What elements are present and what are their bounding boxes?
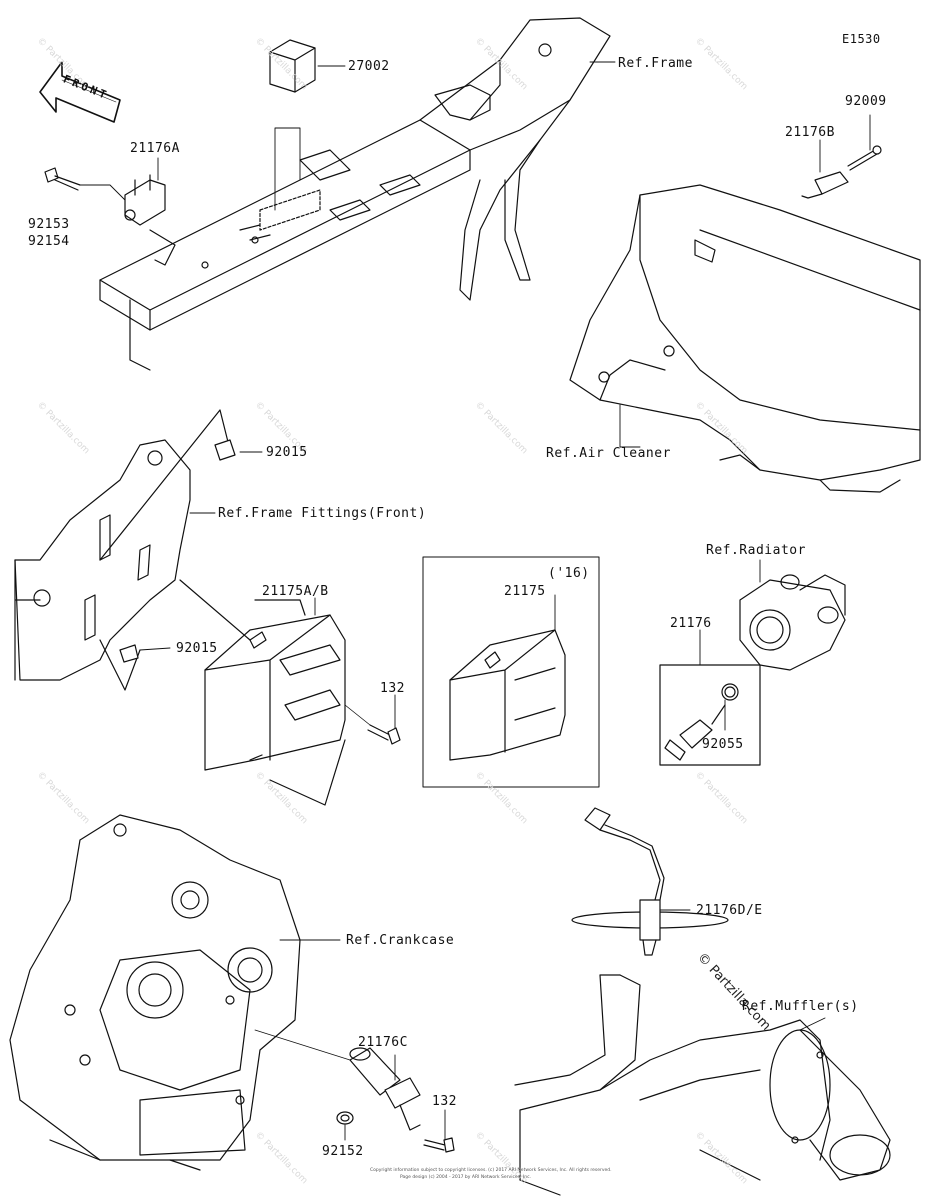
label-21176DE: 21176D/E (696, 903, 763, 918)
front-arrow-icon (39, 61, 121, 123)
label-ref-mufflers: Ref.Muffler(s) (742, 999, 859, 1014)
ecu-21175AB-drawing (179, 579, 346, 806)
label-ref-radiator: Ref.Radiator (706, 543, 806, 558)
label-21175AB: 21175A/B (262, 584, 329, 599)
label-21175: 21175 (504, 584, 546, 599)
label-ref-air-cleaner: Ref.Air Cleaner (546, 446, 671, 461)
label-92152: 92152 (322, 1144, 364, 1159)
diagram-code: E1530 (842, 32, 881, 46)
bolt-132-top-icon (344, 704, 401, 745)
label-132-bottom: 132 (432, 1094, 457, 1109)
muffler-drawing (514, 974, 891, 1196)
label-92015-top: 92015 (266, 445, 308, 460)
bolt-92153-icon (44, 167, 81, 191)
bolt-132-bottom-icon (423, 1137, 455, 1153)
frame-fittings-drawing (14, 409, 236, 691)
label-92055: 92055 (702, 737, 744, 752)
footer-copyright: Copyright information subject to copyrig… (370, 1168, 612, 1173)
label-year-16: ('16) (548, 566, 590, 581)
leader-lines (79, 61, 871, 1141)
ecu-21175-inset (422, 556, 600, 788)
label-92153: 92153 (28, 217, 70, 232)
sensor-21176B-icon (801, 145, 882, 199)
air-cleaner-drawing (569, 184, 921, 493)
sensor-21176A-icon (124, 174, 176, 266)
label-ref-crankcase: Ref.Crankcase (346, 933, 455, 948)
label-21176B: 21176B (785, 125, 835, 140)
crankcase-drawing (9, 814, 301, 1171)
frame-drawing (99, 17, 611, 371)
washer-92152-icon (336, 1111, 354, 1125)
label-27002: 27002 (348, 59, 390, 74)
radiator-sensor-inset (659, 574, 846, 766)
footer-page-design: Page design (c) 2004 - 2017 by ARI Netwo… (400, 1175, 531, 1180)
label-132-top: 132 (380, 681, 405, 696)
label-ref-frame-fittings: Ref.Frame Fittings(Front) (218, 506, 427, 521)
label-92015-bottom: 92015 (176, 641, 218, 656)
label-ref-frame: Ref.Frame (618, 56, 693, 71)
label-92154: 92154 (28, 234, 70, 249)
sensor-21176DE-icon (571, 807, 729, 956)
relay-27002-icon (239, 39, 321, 241)
label-92009: 92009 (845, 94, 887, 109)
sensor-21176C-icon (254, 1029, 421, 1131)
label-21176C: 21176C (358, 1035, 408, 1050)
label-21176: 21176 (670, 616, 712, 631)
label-21176A: 21176A (130, 141, 180, 156)
